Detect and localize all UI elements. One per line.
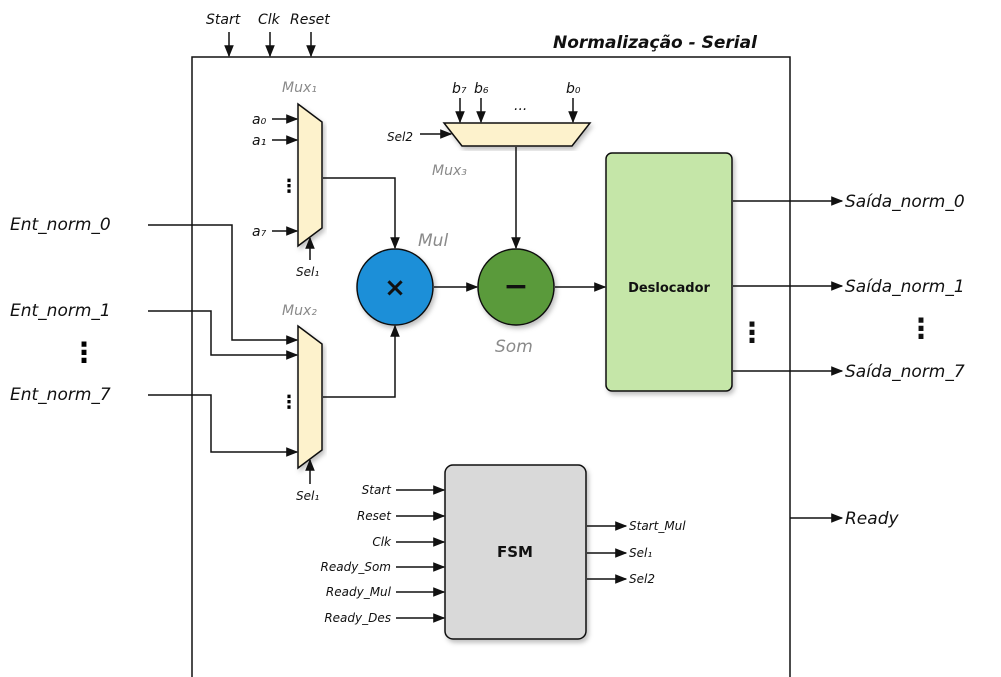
mul-label: Mul bbox=[418, 231, 448, 251]
deslocador-block: Deslocador ⋮ bbox=[605, 152, 766, 392]
fsm-input-ready-mul: Ready_Mul bbox=[326, 585, 392, 599]
mux3-label: Mux₃ bbox=[432, 163, 467, 179]
mul-symbol: × bbox=[384, 273, 406, 303]
fsm-input-clk: Clk bbox=[372, 535, 392, 549]
mux1-input-a0: a₀ bbox=[252, 112, 267, 128]
mux3-body bbox=[442, 122, 592, 147]
fsm-output-start-mul: Start_Mul bbox=[629, 519, 686, 533]
output-saida-norm-1: Saída_norm_1 bbox=[845, 277, 965, 297]
mux2-dots: ⋮ bbox=[280, 392, 298, 413]
mux1-label: Mux₁ bbox=[282, 80, 317, 96]
mux3-sel: Sel2 bbox=[387, 130, 413, 144]
fsm-input-start: Start bbox=[362, 483, 393, 497]
input-ent-norm-1: Ent_norm_1 bbox=[10, 301, 111, 321]
fsm-output-sel1: Sel₁ bbox=[629, 546, 652, 560]
mux1: Mux₁ a₀ a₁ a₇ ⋮ Sel₁ bbox=[252, 80, 323, 279]
module-boundary bbox=[191, 56, 791, 677]
input-wires bbox=[148, 224, 299, 457]
som-symbol: − bbox=[503, 269, 528, 304]
fsm-rect bbox=[444, 464, 587, 640]
mux1-sel: Sel₁ bbox=[296, 265, 319, 279]
mux2-body bbox=[297, 324, 323, 470]
mux2: Mux₂ ⋮ Sel₁ bbox=[280, 303, 323, 503]
deslocador-rect bbox=[605, 152, 733, 392]
mux3-input-b7: b₇ bbox=[452, 81, 467, 97]
mux2-sel: Sel₁ bbox=[296, 489, 319, 503]
output-ready: Ready bbox=[845, 509, 899, 529]
output-saida-norm-0: Saída_norm_0 bbox=[845, 192, 965, 212]
left-inputs: Ent_norm_0 Ent_norm_1 ⋮ Ent_norm_7 bbox=[10, 215, 111, 405]
output-dots: ⋮ bbox=[907, 312, 935, 345]
top-input-start: Start bbox=[206, 12, 241, 28]
mux1-input-a7: a₇ bbox=[252, 224, 267, 240]
fsm-input-ready-som: Ready_Som bbox=[321, 560, 391, 574]
input-ent-norm-0: Ent_norm_0 bbox=[10, 215, 111, 235]
fsm-output-sel2: Sel2 bbox=[629, 572, 655, 586]
top-inputs: Start Clk Reset bbox=[206, 12, 330, 58]
outputs: Saída_norm_0 Saída_norm_1 ⋮ Saída_norm_7… bbox=[733, 192, 965, 529]
top-input-reset: Reset bbox=[290, 12, 330, 28]
input-dots: ⋮ bbox=[70, 336, 98, 369]
mux1-dots: ⋮ bbox=[280, 176, 298, 197]
som-circle bbox=[477, 248, 555, 326]
fsm-input-ready-des: Ready_Des bbox=[324, 611, 391, 625]
top-input-clk: Clk bbox=[258, 12, 281, 28]
mux3-ellipsis: ... bbox=[514, 98, 527, 114]
fsm-block: FSM Start Reset Clk Ready_Som Ready_Mul … bbox=[321, 464, 686, 640]
deslocador-label: Deslocador bbox=[628, 281, 710, 296]
mux1-body bbox=[297, 102, 323, 248]
deslocador-dots: ⋮ bbox=[738, 316, 766, 349]
fsm-label: FSM bbox=[497, 543, 533, 561]
mux2-label: Mux₂ bbox=[282, 303, 317, 319]
mux1-input-a1: a₁ bbox=[252, 133, 266, 149]
som-block: − Som bbox=[434, 248, 607, 357]
mux3-input-b6: b₆ bbox=[474, 81, 489, 97]
som-label: Som bbox=[495, 337, 533, 357]
fsm-input-reset: Reset bbox=[357, 509, 392, 523]
module-title: Normalização - Serial bbox=[553, 33, 758, 53]
mux3-input-b0: b₀ bbox=[566, 81, 581, 97]
input-ent-norm-7: Ent_norm_7 bbox=[10, 385, 111, 405]
output-saida-norm-7: Saída_norm_7 bbox=[845, 362, 965, 382]
mul-block: × Mul bbox=[323, 177, 448, 398]
mux3: b₇ b₆ ... b₀ Sel2 Mux₃ bbox=[387, 81, 592, 250]
